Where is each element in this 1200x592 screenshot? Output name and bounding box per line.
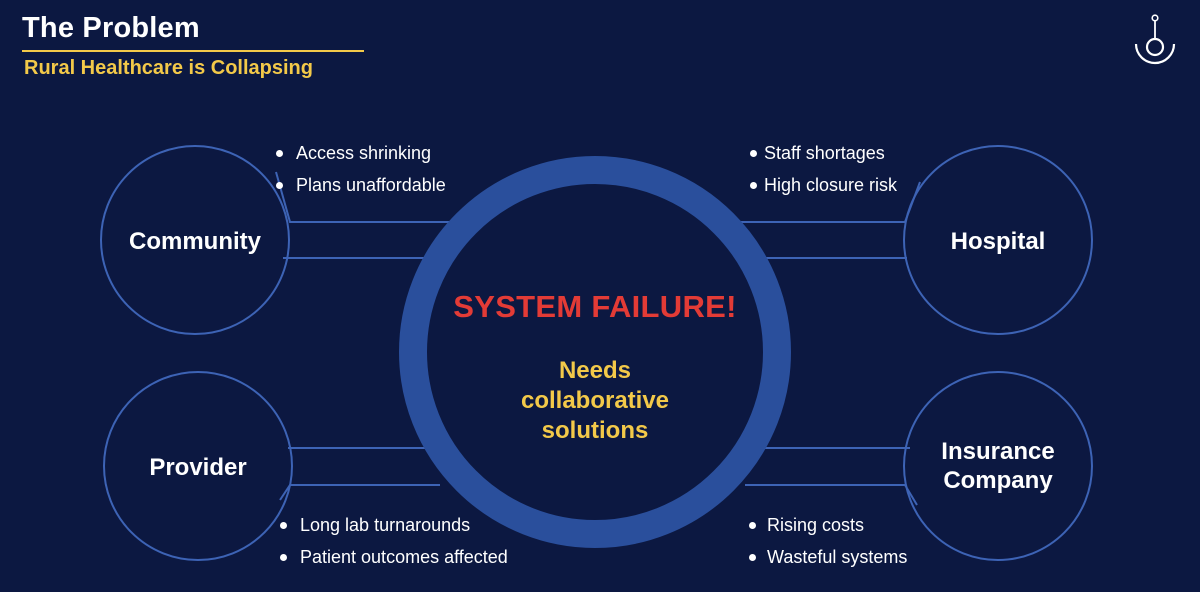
insurance-bullets: Rising costs Wasteful systems [747, 514, 907, 578]
hospital-node-circle [903, 145, 1093, 335]
community-label: Community [129, 228, 261, 255]
provider-label: Provider [149, 454, 247, 481]
insurance-bullet-1: Rising costs [747, 514, 907, 546]
insurance-label: Insurance Company [941, 438, 1055, 494]
connector-insurance-bottom [745, 484, 918, 506]
circular-node-logo-icon [1134, 14, 1176, 65]
hospital-label: Hospital [950, 228, 1046, 255]
title-underline [22, 50, 364, 52]
system-failure-headline: SYSTEM FAILURE! [453, 289, 737, 324]
hospital-bullet-1: Staff shortages [748, 142, 897, 174]
hospital-bullets: Staff shortages High closure risk [748, 142, 897, 206]
connector-provider-bottom [279, 484, 440, 501]
page-title: The Problem [22, 12, 200, 44]
provider-bullets: Long lab turnarounds Patient outcomes af… [278, 514, 508, 578]
system-failure-ring [399, 156, 791, 548]
hospital-bullet-2: High closure risk [748, 174, 897, 206]
community-bullets: Access shrinking Plans unaffordable [274, 142, 446, 206]
community-node-circle [100, 145, 290, 335]
provider-bullet-1: Long lab turnarounds [278, 514, 508, 546]
insurance-bullet-2: Wasteful systems [747, 546, 907, 578]
community-bullet-1: Access shrinking [274, 142, 446, 174]
page-subtitle: Rural Healthcare is Collapsing [24, 57, 313, 79]
community-bullet-2: Plans unaffordable [274, 174, 446, 206]
provider-node-circle [103, 371, 293, 561]
insurance-node-circle [903, 371, 1093, 561]
provider-bullet-2: Patient outcomes affected [278, 546, 508, 578]
collaborative-solutions-text: Needs collaborative solutions [520, 357, 670, 444]
